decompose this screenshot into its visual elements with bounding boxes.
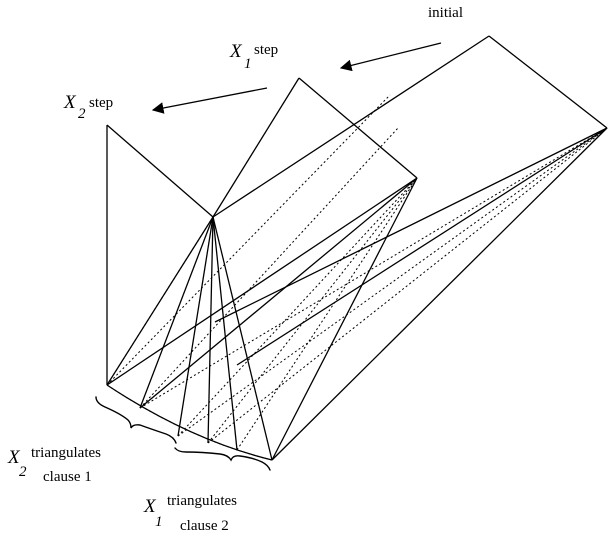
arrow-initial-to-x1 bbox=[339, 42, 442, 72]
fan-line bbox=[139, 177, 418, 409]
initial-panel-edge bbox=[488, 35, 608, 129]
fan-line bbox=[212, 216, 238, 451]
x1-panel-edge bbox=[298, 77, 418, 179]
label-x2-step-text: step bbox=[89, 95, 114, 111]
x2-panel-edge bbox=[106, 124, 214, 218]
label-x2-triangulates-line2: clause 1 bbox=[43, 469, 92, 485]
fan-line bbox=[207, 216, 214, 444]
fan-line bbox=[271, 177, 418, 461]
brace-clause-1 bbox=[95, 396, 177, 444]
label-x1-triangulates-var: X bbox=[144, 496, 156, 517]
fan-line bbox=[236, 127, 608, 366]
x1-panel-edge bbox=[212, 77, 300, 218]
dotted-line bbox=[106, 94, 391, 386]
dotted-chain bbox=[106, 384, 273, 461]
label-x2-triangulates-var: X bbox=[8, 447, 20, 468]
dotted-line bbox=[106, 216, 214, 386]
x2-panel-edge bbox=[212, 216, 273, 461]
label-x1-triangulates-sub: 1 bbox=[155, 514, 163, 530]
label-x1-triangulates-line1: triangulates bbox=[167, 493, 237, 509]
label-x1-step-var: X bbox=[230, 41, 242, 62]
label-x2-step-var: X bbox=[64, 92, 76, 113]
initial-panel-edge bbox=[212, 35, 490, 218]
dotted-line bbox=[207, 127, 608, 444]
dotted-line bbox=[139, 127, 399, 409]
label-x2-triangulates-line1: triangulates bbox=[31, 445, 101, 461]
initial-panel-edge bbox=[271, 127, 608, 461]
fan-line bbox=[106, 177, 418, 386]
fan-line bbox=[214, 127, 608, 323]
label-x2-triangulates-sub: 2 bbox=[19, 464, 27, 480]
label-initial: initial bbox=[428, 5, 463, 21]
bottom-chain bbox=[106, 384, 273, 461]
dotted-line bbox=[177, 127, 608, 437]
label-x1-step-sub: 1 bbox=[244, 56, 252, 72]
brace-clause-2 bbox=[174, 447, 271, 471]
dotted-line bbox=[139, 127, 608, 409]
arrow-x1-to-x2 bbox=[151, 87, 268, 114]
fan-line bbox=[139, 216, 214, 409]
dotted-line bbox=[236, 177, 418, 451]
label-x2-step-sub: 2 bbox=[78, 106, 86, 122]
label-x1-step-text: step bbox=[254, 42, 279, 58]
dotted-line bbox=[177, 177, 418, 437]
label-x1-triangulates-line2: clause 2 bbox=[180, 518, 229, 534]
